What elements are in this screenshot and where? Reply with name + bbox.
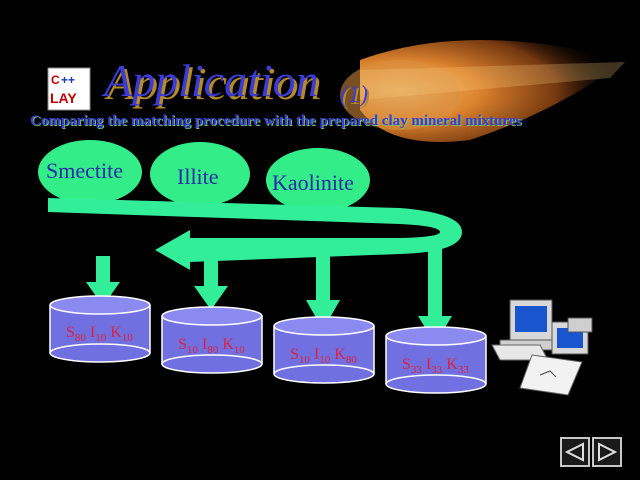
down-arrow-1: [86, 256, 120, 306]
mixture-cylinders: [49, 295, 487, 394]
mineral-blobs: [38, 140, 370, 212]
blob-illite: [150, 142, 250, 206]
mixing-flow-arrow: [48, 198, 462, 270]
mixture-label-4: S33 I33 K33: [402, 356, 469, 377]
mineral-label-smectite: Smectite: [46, 158, 123, 183]
blob-kaolinite: [266, 148, 370, 212]
cylinder-4: [385, 326, 487, 394]
comet-glow: [340, 40, 625, 142]
previous-slide-icon: [564, 442, 584, 462]
clay-logo-icon: C ++ LAY: [47, 67, 91, 111]
mineral-label-kaolinite: Kaolinite: [272, 170, 354, 195]
down-arrow-3: [306, 254, 340, 330]
svg-text:C: C: [51, 73, 60, 87]
slide-subtitle: Comparing the matching procedure with th…: [30, 113, 522, 129]
cylinder-3: [273, 316, 375, 384]
down-arrows: [86, 238, 452, 344]
svg-text:++: ++: [61, 73, 75, 87]
svg-text:LAY: LAY: [50, 90, 77, 106]
slide-title: Application: [104, 55, 319, 106]
cylinder-1: [49, 295, 151, 363]
next-slide-icon: [598, 442, 618, 462]
mixture-label-1: S80 I10 K10: [66, 324, 133, 345]
blob-smectite: [38, 140, 142, 204]
previous-slide-button[interactable]: [560, 437, 590, 467]
computer-workstation-icon: [491, 299, 593, 396]
mineral-label-illite: Illite: [177, 164, 219, 189]
mixture-label-2: S10 I80 K10: [178, 336, 245, 357]
mixture-label-3: S10 I10 K80: [290, 346, 357, 367]
slide-title-number: (1): [340, 82, 368, 108]
next-slide-button[interactable]: [592, 437, 622, 467]
down-arrow-2: [194, 258, 228, 310]
cylinder-2: [161, 306, 263, 374]
